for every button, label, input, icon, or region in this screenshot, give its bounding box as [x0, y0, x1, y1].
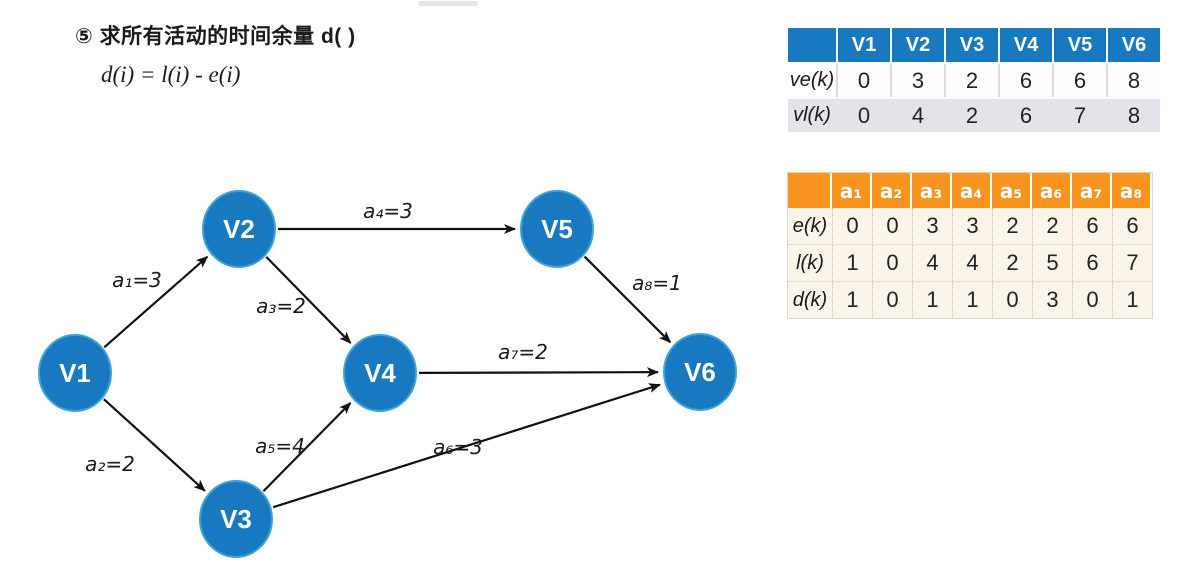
- value-cell-d(k)-a₆: 3: [1032, 282, 1072, 318]
- value-cell-e(k)-a₈: 6: [1112, 208, 1152, 244]
- value-cell-ve(k)-V1: 0: [838, 64, 890, 97]
- header-cell-a₇: a₇: [1072, 173, 1110, 208]
- node-V4: V4: [343, 334, 417, 412]
- value-cell-l(k)-a₇: 6: [1072, 245, 1112, 281]
- node-V1: V1: [38, 334, 112, 412]
- header-blank-cell: [788, 28, 836, 62]
- row-label: ve(k): [788, 64, 836, 97]
- node-label-V3: V3: [220, 504, 252, 534]
- header-blank-cell: [788, 173, 830, 208]
- value-cell-e(k)-a₁: 0: [832, 208, 872, 244]
- value-cell-ve(k)-V5: 6: [1054, 64, 1106, 97]
- value-cell-d(k)-a₃: 1: [912, 282, 952, 318]
- row-label: l(k): [796, 251, 824, 274]
- edge-label-V1-V2: a₁=3: [112, 268, 162, 292]
- value-cell-d(k)-a₅: 0: [992, 282, 1032, 318]
- row-label: e(k): [792, 214, 828, 237]
- node-V6: V6: [663, 333, 737, 411]
- value-cell-d(k)-a₁: 1: [832, 282, 872, 318]
- header-cell-a₁: a₁: [832, 173, 870, 208]
- value-cell-d(k)-a₂: 0: [872, 282, 912, 318]
- header-cell-a₂: a₂: [872, 173, 910, 208]
- value-cell-l(k)-a₈: 7: [1112, 245, 1152, 281]
- header-cell-V5: V5: [1054, 28, 1106, 62]
- value-cell-e(k)-a₇: 6: [1072, 208, 1112, 244]
- value-cell-l(k)-a₄: 4: [952, 245, 992, 281]
- edge-label-V3-V6: a₆=3: [433, 435, 483, 459]
- value-cell-ve(k)-V6: 8: [1108, 64, 1160, 97]
- edge-V1-V3: [103, 398, 206, 492]
- edge-label-V3-V4: a₅=4: [255, 434, 305, 458]
- node-label-V6: V6: [684, 357, 716, 387]
- value-cell-vl(k)-V3: 2: [965, 102, 979, 128]
- edge-label-V2-V5: a₄=3: [363, 199, 413, 223]
- header-cell-a₃: a₃: [912, 173, 950, 208]
- player-scrubber-artifact: [418, 1, 478, 6]
- value-cell-vl(k)-V6: 8: [1127, 102, 1141, 128]
- value-cell-ve(k)-V3: 2: [946, 64, 998, 97]
- node-label-V1: V1: [59, 358, 91, 388]
- value-cell-d(k)-a₇: 0: [1072, 282, 1112, 318]
- page-title: ⑤ 求所有活动的时间余量 d( ): [75, 25, 356, 48]
- row-label: vl(k): [793, 104, 831, 126]
- header-cell-a₅: a₅: [992, 173, 1030, 208]
- value-cell-l(k)-a₂: 0: [872, 245, 912, 281]
- value-cell-e(k)-a₃: 3: [912, 208, 952, 244]
- node-V3: V3: [199, 480, 273, 558]
- edge-V5-V6: [583, 255, 672, 344]
- header-cell-V4: V4: [1000, 28, 1052, 62]
- value-cell-l(k)-a₃: 4: [912, 245, 952, 281]
- node-V5: V5: [520, 190, 594, 268]
- node-label-V2: V2: [223, 214, 255, 244]
- value-cell-vl(k)-V4: 6: [1019, 102, 1033, 128]
- edge-label-V2-V4: a₃=2: [256, 294, 306, 318]
- edge-V3-V6: [272, 383, 661, 509]
- header-cell-V1: V1: [838, 28, 890, 62]
- value-cell-e(k)-a₂: 0: [872, 208, 912, 244]
- value-cell-ve(k)-V4: 6: [1000, 64, 1052, 97]
- header-cell-V6: V6: [1108, 28, 1160, 62]
- edge-label-V5-V6: a₈=1: [632, 271, 682, 295]
- edge-V4-V6: [418, 367, 660, 378]
- value-cell-ve(k)-V2: 3: [892, 64, 944, 97]
- header-cell-a₄: a₄: [952, 173, 990, 208]
- edge-V3-V4: [262, 402, 352, 493]
- row-label: d(k): [792, 288, 828, 311]
- value-cell-d(k)-a₈: 1: [1112, 282, 1152, 318]
- edge-V2-V4: [265, 256, 352, 344]
- node-label-V5: V5: [541, 214, 573, 244]
- node-label-V4: V4: [364, 358, 396, 388]
- edge-label-V1-V3: a₂=2: [85, 452, 135, 476]
- value-cell-vl(k)-V2: 4: [911, 102, 925, 128]
- value-cell-l(k)-a₁: 1: [832, 245, 872, 281]
- value-cell-l(k)-a₆: 5: [1032, 245, 1072, 281]
- header-cell-a₆: a₆: [1032, 173, 1070, 208]
- header-cell-a₈: a₈: [1112, 173, 1150, 208]
- node-V2: V2: [202, 190, 276, 268]
- edge-V1-V2: [103, 255, 209, 349]
- value-cell-e(k)-a₄: 3: [952, 208, 992, 244]
- value-cell-vl(k)-V1: 0: [857, 102, 871, 128]
- value-cell-l(k)-a₅: 2: [992, 245, 1032, 281]
- edge-label-V4-V6: a₇=2: [498, 340, 548, 364]
- header-cell-V2: V2: [892, 28, 944, 62]
- value-cell-d(k)-a₄: 1: [952, 282, 992, 318]
- slack-formula: d(i) = l(i) - e(i): [101, 62, 241, 87]
- value-cell-e(k)-a₆: 2: [1032, 208, 1072, 244]
- value-cell-e(k)-a₅: 2: [992, 208, 1032, 244]
- table-row-vl(k): vl(k) 0 4 2 6 7 8: [788, 99, 1160, 132]
- value-cell-vl(k)-V5: 7: [1073, 102, 1087, 128]
- header-cell-V3: V3: [946, 28, 998, 62]
